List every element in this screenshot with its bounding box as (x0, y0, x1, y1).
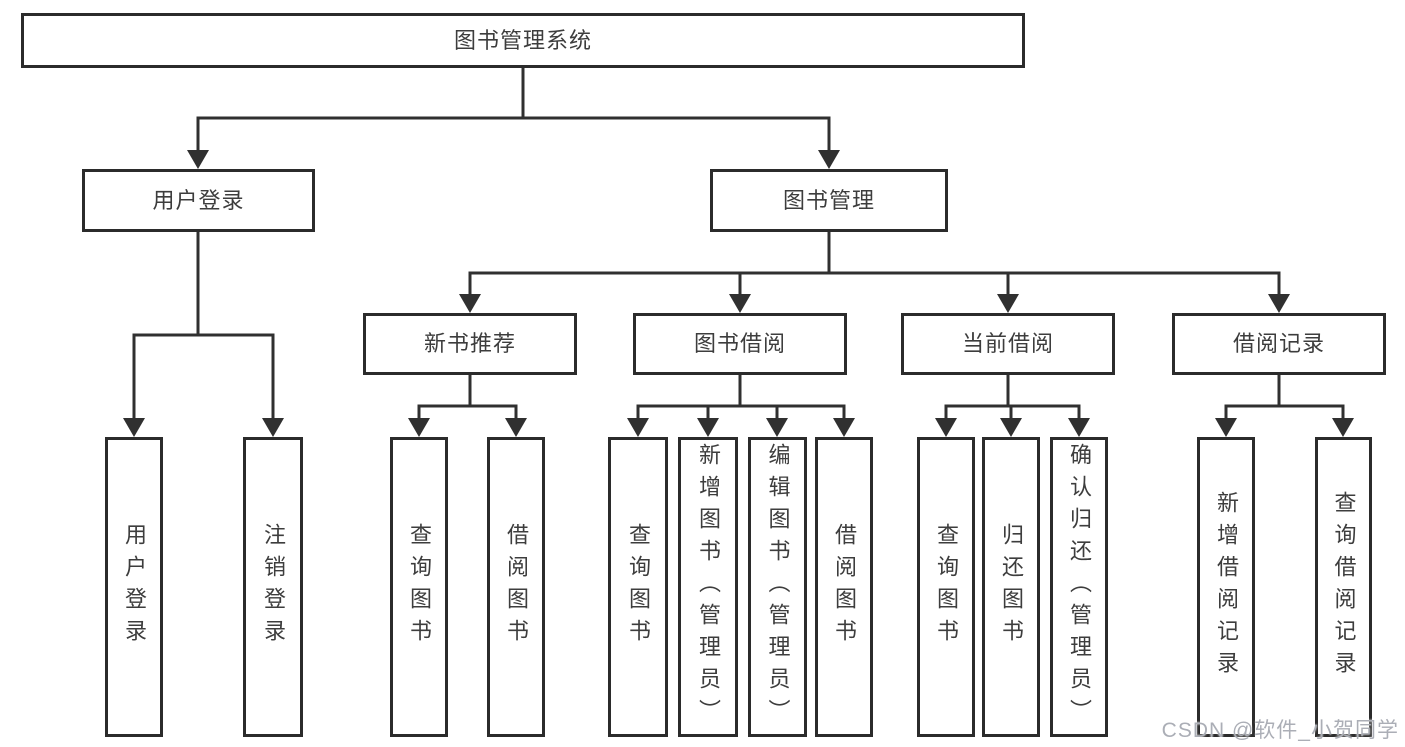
node-borrow-records: 借阅记录 (1172, 313, 1386, 375)
leaf-current-query-books: 查询图书 (917, 437, 975, 737)
leaf-current-query-books-label: 查询图书 (934, 523, 959, 651)
leaf-records-add-record: 新增借阅记录 (1197, 437, 1255, 737)
node-book-borrow-label: 图书借阅 (693, 331, 786, 356)
leaf-recommend-query-books-label: 查询图书 (407, 523, 432, 651)
node-new-book-recommend-label: 新书推荐 (423, 331, 516, 356)
leaf-current-confirm-return-admin: 确认归还（管理员） (1050, 437, 1108, 737)
node-root: 图书管理系统 (21, 13, 1025, 68)
node-book-management-label: 图书管理 (782, 187, 875, 213)
leaf-borrow-borrow-books-label: 借阅图书 (832, 523, 857, 651)
leaf-user-login-label: 用户登录 (122, 523, 147, 651)
node-book-borrow: 图书借阅 (633, 313, 847, 375)
node-user-login: 用户登录 (82, 169, 315, 232)
leaf-current-return-books: 归还图书 (982, 437, 1040, 737)
node-current-borrow-label: 当前借阅 (961, 331, 1054, 356)
leaf-recommend-borrow-books: 借阅图书 (487, 437, 545, 737)
node-user-login-label: 用户登录 (152, 187, 245, 213)
leaf-records-query-record: 查询借阅记录 (1315, 437, 1372, 737)
node-new-book-recommend: 新书推荐 (363, 313, 577, 375)
leaf-borrow-add-books-admin: 新增图书（管理员） (678, 437, 738, 737)
leaf-current-confirm-return-admin-label: 确认归还（管理员） (1067, 443, 1092, 731)
node-borrow-records-label: 借阅记录 (1232, 331, 1325, 356)
leaf-current-return-books-label: 归还图书 (999, 523, 1024, 651)
leaf-logout: 注销登录 (243, 437, 303, 737)
node-root-label: 图书管理系统 (453, 27, 592, 53)
node-current-borrow: 当前借阅 (901, 313, 1115, 375)
leaf-borrow-add-books-admin-label: 新增图书（管理员） (696, 443, 721, 731)
leaf-borrow-borrow-books: 借阅图书 (815, 437, 873, 737)
watermark: CSDN @软件_小贺同学 (1161, 719, 1399, 742)
leaf-recommend-borrow-books-label: 借阅图书 (504, 523, 529, 651)
leaf-borrow-edit-books-admin: 编辑图书（管理员） (748, 437, 807, 737)
leaf-user-login: 用户登录 (105, 437, 163, 737)
node-book-management: 图书管理 (710, 169, 948, 232)
leaf-recommend-query-books: 查询图书 (390, 437, 448, 737)
leaf-records-add-record-label: 新增借阅记录 (1214, 491, 1239, 683)
leaf-borrow-edit-books-admin-label: 编辑图书（管理员） (765, 443, 791, 731)
leaf-borrow-query-books: 查询图书 (608, 437, 668, 737)
leaf-borrow-query-books-label: 查询图书 (626, 523, 651, 651)
leaf-logout-label: 注销登录 (261, 523, 286, 651)
leaf-records-query-record-label: 查询借阅记录 (1331, 491, 1357, 683)
